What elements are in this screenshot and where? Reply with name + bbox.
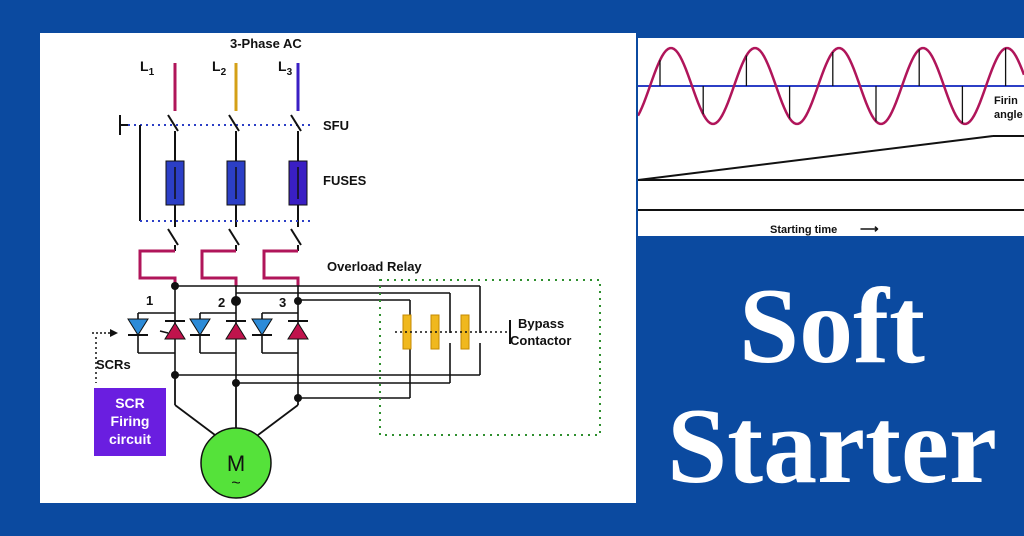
overload-relay [138, 249, 300, 286]
waveform-panel: Firin angle Starting time ⟶ [638, 38, 1024, 236]
svg-text:circuit: circuit [109, 431, 151, 447]
scr-pair-1 [127, 286, 186, 375]
circuit-diagram: 3-Phase AC L1 L2 L3 SFU FUSES [92, 36, 601, 499]
fuses-label: FUSES [323, 173, 367, 188]
bypass-bus-wires [175, 285, 481, 399]
supply-label: 3-Phase AC [230, 36, 302, 51]
voltage-ramp-line [638, 135, 994, 181]
scrs-label: SCRs [96, 357, 131, 372]
phase-label-l2: L2 [212, 58, 227, 78]
bypass-label-line2: Contactor [510, 333, 571, 348]
title-line-starter: Starter [667, 387, 997, 506]
motor-label: M [227, 451, 245, 476]
starting-time-arrow: ⟶ [860, 221, 879, 236]
fuse-l2 [226, 160, 246, 206]
node-number-1: 1 [146, 293, 153, 308]
phase-label-l1: L1 [140, 58, 155, 78]
scr-pair-2 [189, 286, 247, 383]
bypass-label-line1: Bypass [518, 316, 564, 331]
circuit-diagram-panel: 3-Phase AC L1 L2 L3 SFU FUSES [40, 33, 636, 503]
title-block: Soft Starter [640, 255, 1024, 515]
sfu-label: SFU [323, 118, 349, 133]
lower-isolator [140, 205, 310, 251]
fuse-l1 [165, 160, 185, 206]
node-number-3: 3 [279, 295, 286, 310]
motor-ac-symbol: ~ [231, 475, 240, 492]
gate-signal-arrow [92, 329, 118, 383]
svg-text:Firing: Firing [111, 413, 150, 429]
node-number-2: 2 [218, 295, 225, 310]
motor: M ~ [200, 427, 272, 499]
sfu-switch [119, 114, 310, 221]
motor-wires [174, 375, 299, 436]
scr-firing-circuit-box: SCR Firing circuit [94, 388, 166, 456]
firing-angle-label-line1: Firin [994, 95, 1018, 107]
starting-time-label: Starting time [770, 224, 837, 236]
bypass-contactor-box [379, 279, 601, 436]
overload-relay-label: Overload Relay [327, 259, 422, 274]
phase-label-l3: L3 [278, 58, 293, 78]
sine-waveform [638, 46, 1024, 126]
firing-angle-label-line2: angle [994, 109, 1023, 121]
fuse-l3 [288, 160, 308, 206]
svg-text:SCR: SCR [115, 395, 145, 411]
bypass-contacts [395, 314, 511, 350]
title-line-soft: Soft [739, 267, 925, 386]
firing-angle-markers [659, 48, 1007, 124]
waveform-diagram: Firin angle Starting time ⟶ [638, 46, 1024, 236]
